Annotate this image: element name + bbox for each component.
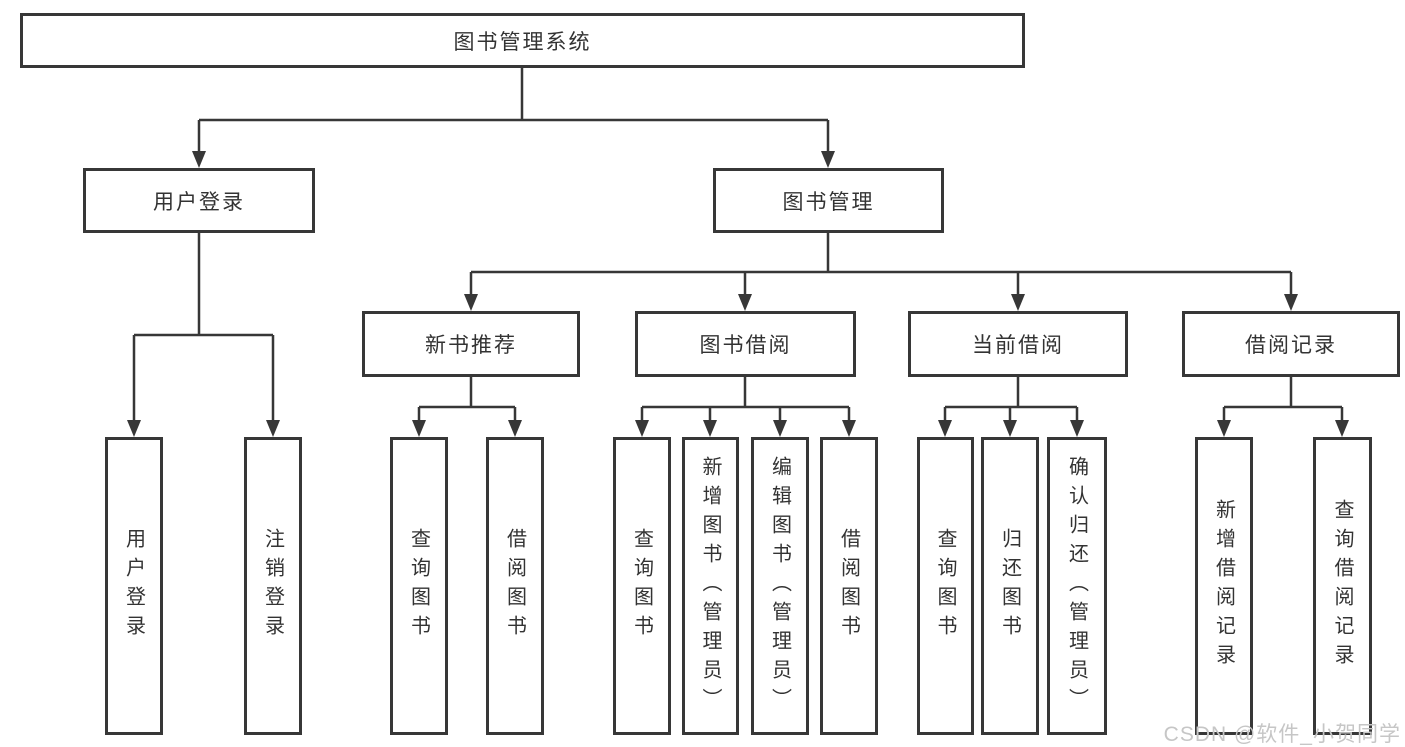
leaf-add-borrow-record: 新增借阅记录 xyxy=(1195,437,1253,735)
arrowhead-icons xyxy=(127,151,1349,437)
leaf-label: 查询图书 xyxy=(934,528,956,644)
leaf-borrow-books: 借阅图书 xyxy=(486,437,544,735)
leaf-borrow-books: 借阅图书 xyxy=(820,437,878,735)
leaf-label: 查询图书 xyxy=(630,528,653,644)
leaf-confirm-return-admin: 确认归还（管理员） xyxy=(1047,437,1107,735)
node-current-borrowing: 当前借阅 xyxy=(908,311,1128,377)
leaf-label: 编辑图书（管理员） xyxy=(768,455,791,717)
node-borrowing-records: 借阅记录 xyxy=(1182,311,1400,377)
node-book-management: 图书管理 xyxy=(713,168,944,233)
node-new-book-recommendation: 新书推荐 xyxy=(362,311,580,377)
csdn-watermark: CSDN @软件_小贺同学 xyxy=(1163,723,1401,746)
node-label: 用户登录 xyxy=(153,190,245,214)
node-label: 借阅记录 xyxy=(1245,334,1337,357)
leaf-logout: 注销登录 xyxy=(244,437,302,735)
leaf-add-books-admin: 新增图书（管理员） xyxy=(682,437,739,735)
leaf-return-books: 归还图书 xyxy=(981,437,1039,735)
leaf-edit-books-admin: 编辑图书（管理员） xyxy=(751,437,809,735)
leaf-label: 确认归还（管理员） xyxy=(1065,455,1088,717)
node-library-management-system: 图书管理系统 xyxy=(20,13,1025,68)
leaf-query-books: 查询图书 xyxy=(917,437,974,735)
leaf-label: 新增图书（管理员） xyxy=(699,455,721,717)
leaf-label: 借阅图书 xyxy=(503,528,526,644)
node-label: 图书管理系统 xyxy=(453,30,592,54)
node-user-login: 用户登录 xyxy=(83,168,315,233)
leaf-label: 用户登录 xyxy=(122,528,145,644)
node-label: 图书管理 xyxy=(782,190,875,214)
leaf-query-books: 查询图书 xyxy=(390,437,448,735)
leaf-label: 注销登录 xyxy=(261,528,284,644)
leaf-query-books: 查询图书 xyxy=(613,437,671,735)
node-label: 新书推荐 xyxy=(425,334,517,357)
node-book-borrowing: 图书借阅 xyxy=(635,311,856,377)
leaf-label: 查询图书 xyxy=(407,528,430,644)
leaf-label: 借阅图书 xyxy=(837,528,860,644)
node-label: 当前借阅 xyxy=(972,334,1064,357)
node-label: 图书借阅 xyxy=(699,334,792,357)
leaf-query-borrow-record: 查询借阅记录 xyxy=(1313,437,1372,735)
leaf-label: 归还图书 xyxy=(998,528,1021,644)
leaf-user-login: 用户登录 xyxy=(105,437,163,735)
leaf-label: 新增借阅记录 xyxy=(1212,499,1235,673)
leaf-label: 查询借阅记录 xyxy=(1331,499,1353,673)
